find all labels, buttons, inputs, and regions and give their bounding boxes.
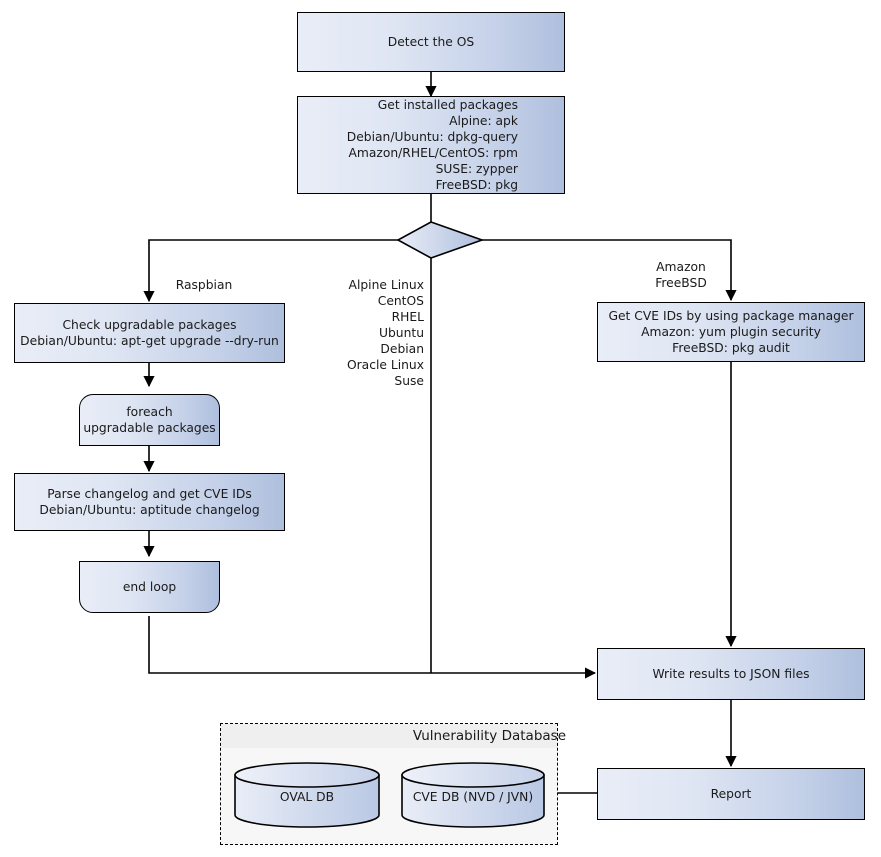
edge-label-amazon-freebsd: Amazon FreeBSD	[632, 243, 730, 291]
group-header-band	[221, 724, 557, 748]
edge-label-middle-os-list: Alpine Linux CentOS RHEL Ubuntu Debian O…	[300, 261, 424, 389]
node-label: Get CVE IDs by using package manager Ama…	[608, 309, 854, 355]
edge-label-raspbian: Raspbian	[149, 261, 259, 293]
node-foreach-upgradable-packages[interactable]: foreach upgradable packages	[79, 394, 220, 446]
node-get-installed-packages[interactable]: Get installed packages Alpine: apk Debia…	[297, 96, 565, 194]
node-label: Write results to JSON files	[652, 667, 810, 681]
node-label: Check upgradable packages Debian/Ubuntu:…	[20, 318, 279, 348]
edge-endloop-to-write	[148, 616, 597, 679]
node-label: Detect the OS	[387, 35, 475, 49]
node-label: Report	[710, 787, 752, 801]
node-cve-db[interactable]: CVE DB (NVD / JVN)	[400, 762, 546, 828]
node-label: Get installed packages Alpine: apk Debia…	[346, 98, 518, 192]
node-report[interactable]: Report	[597, 768, 865, 820]
node-label: foreach upgradable packages	[83, 405, 216, 435]
group-title-text: Vulnerability Database	[412, 728, 566, 744]
edge-label-text: Raspbian	[175, 278, 233, 292]
node-label: end loop	[122, 580, 177, 594]
edge-label-text: Alpine Linux CentOS RHEL Ubuntu Debian O…	[346, 278, 424, 388]
node-end-loop[interactable]: end loop	[79, 561, 220, 613]
node-write-results-to-json-files[interactable]: Write results to JSON files	[597, 648, 865, 700]
node-label: Parse changelog and get CVE IDs Debian/U…	[39, 487, 260, 517]
node-parse-changelog[interactable]: Parse changelog and get CVE IDs Debian/U…	[14, 473, 285, 531]
vulnerability-database-title: Vulnerability Database	[300, 728, 566, 744]
db-label: OVAL DB	[279, 790, 335, 804]
node-get-cve-ids[interactable]: Get CVE IDs by using package manager Ama…	[597, 302, 865, 362]
db-label: CVE DB (NVD / JVN)	[412, 790, 534, 804]
node-detect-the-os[interactable]: Detect the OS	[297, 12, 565, 72]
edge-label-text: Amazon FreeBSD	[655, 260, 707, 290]
edge-decision-raspbian	[143, 239, 398, 303]
os-decision-diamond	[396, 221, 485, 259]
node-check-upgradable-packages[interactable]: Check upgradable packages Debian/Ubuntu:…	[14, 303, 285, 363]
node-oval-db[interactable]: OVAL DB	[233, 762, 381, 828]
edge-decision-amazon	[482, 239, 737, 302]
